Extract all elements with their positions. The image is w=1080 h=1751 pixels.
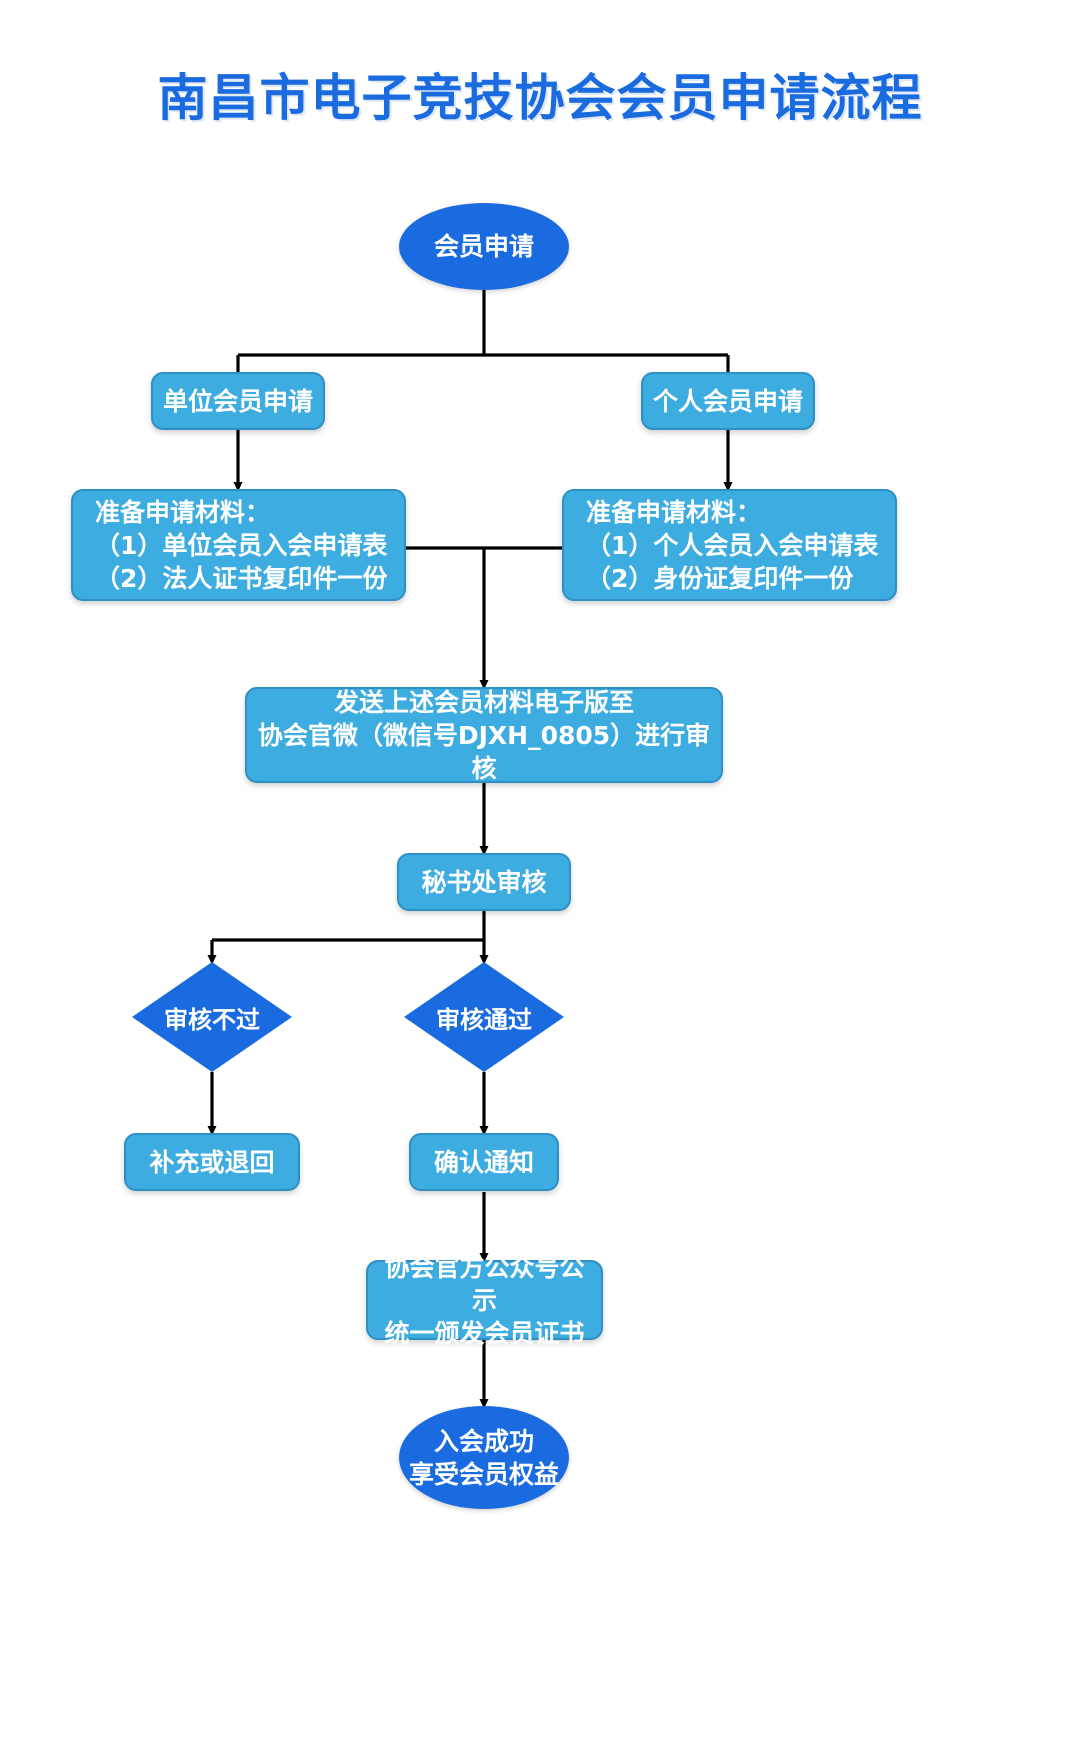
node-person-materials-line-2: （1）个人会员入会申请表 [586, 530, 879, 560]
node-publicity-line-1: 协会官方公众号公示 [384, 1252, 585, 1315]
node-unit-materials-line-1: 准备申请材料： [95, 497, 271, 527]
node-unit-materials-line-3: （2）法人证书复印件一份 [95, 563, 388, 593]
node-review-pass[interactable]: 审核通过 [404, 962, 564, 1072]
node-person-apply-label: 个人会员申请 [653, 386, 804, 416]
node-secretariat-review[interactable]: 秘书处审核 [397, 853, 571, 911]
node-success[interactable]: 入会成功 享受会员权益 [399, 1406, 569, 1509]
node-person-materials-line-3: （2）身份证复印件一份 [586, 563, 854, 593]
node-unit-apply-label: 单位会员申请 [163, 386, 314, 416]
node-success-line-2: 享受会员权益 [408, 1459, 559, 1489]
node-person-apply[interactable]: 个人会员申请 [641, 372, 815, 430]
node-secretariat-review-label: 秘书处审核 [421, 867, 547, 897]
node-publicity-line-2: 统一颁发会员证书 [384, 1318, 585, 1348]
node-review-pass-label: 审核通过 [436, 1005, 532, 1034]
page-title: 南昌市电子竞技协会会员申请流程 [157, 69, 923, 127]
node-publicity[interactable]: 协会官方公众号公示 统一颁发会员证书 [366, 1253, 603, 1348]
node-success-line-1: 入会成功 [433, 1426, 534, 1456]
node-review-fail-label: 审核不过 [164, 1005, 260, 1034]
diamond-shape-pass [404, 962, 564, 1072]
node-unit-materials[interactable]: 准备申请材料： （1）单位会员入会申请表 （2）法人证书复印件一份 [71, 489, 406, 601]
node-review-fail[interactable]: 审核不过 [132, 962, 292, 1072]
node-send-materials[interactable]: 发送上述会员材料电子版至 协会官微（微信号DJXH_0805）进行审核 [245, 687, 723, 783]
node-confirm-notice-label: 确认通知 [433, 1147, 534, 1177]
node-send-materials-line-1: 发送上述会员材料电子版至 [333, 687, 634, 717]
node-send-materials-line-2: 协会官微（微信号DJXH_0805）进行审核 [257, 720, 711, 783]
node-supplement-return[interactable]: 补充或退回 [124, 1133, 300, 1191]
node-start[interactable]: 会员申请 [399, 203, 569, 290]
node-supplement-return-label: 补充或退回 [149, 1147, 275, 1177]
node-confirm-notice[interactable]: 确认通知 [409, 1133, 559, 1191]
node-person-materials[interactable]: 准备申请材料： （1）个人会员入会申请表 （2）身份证复印件一份 [562, 489, 897, 601]
node-person-materials-line-1: 准备申请材料： [586, 497, 762, 527]
node-unit-apply[interactable]: 单位会员申请 [151, 372, 325, 430]
node-unit-materials-line-2: （1）单位会员入会申请表 [95, 530, 388, 560]
diamond-shape-fail [132, 962, 292, 1072]
node-start-label: 会员申请 [433, 232, 534, 261]
